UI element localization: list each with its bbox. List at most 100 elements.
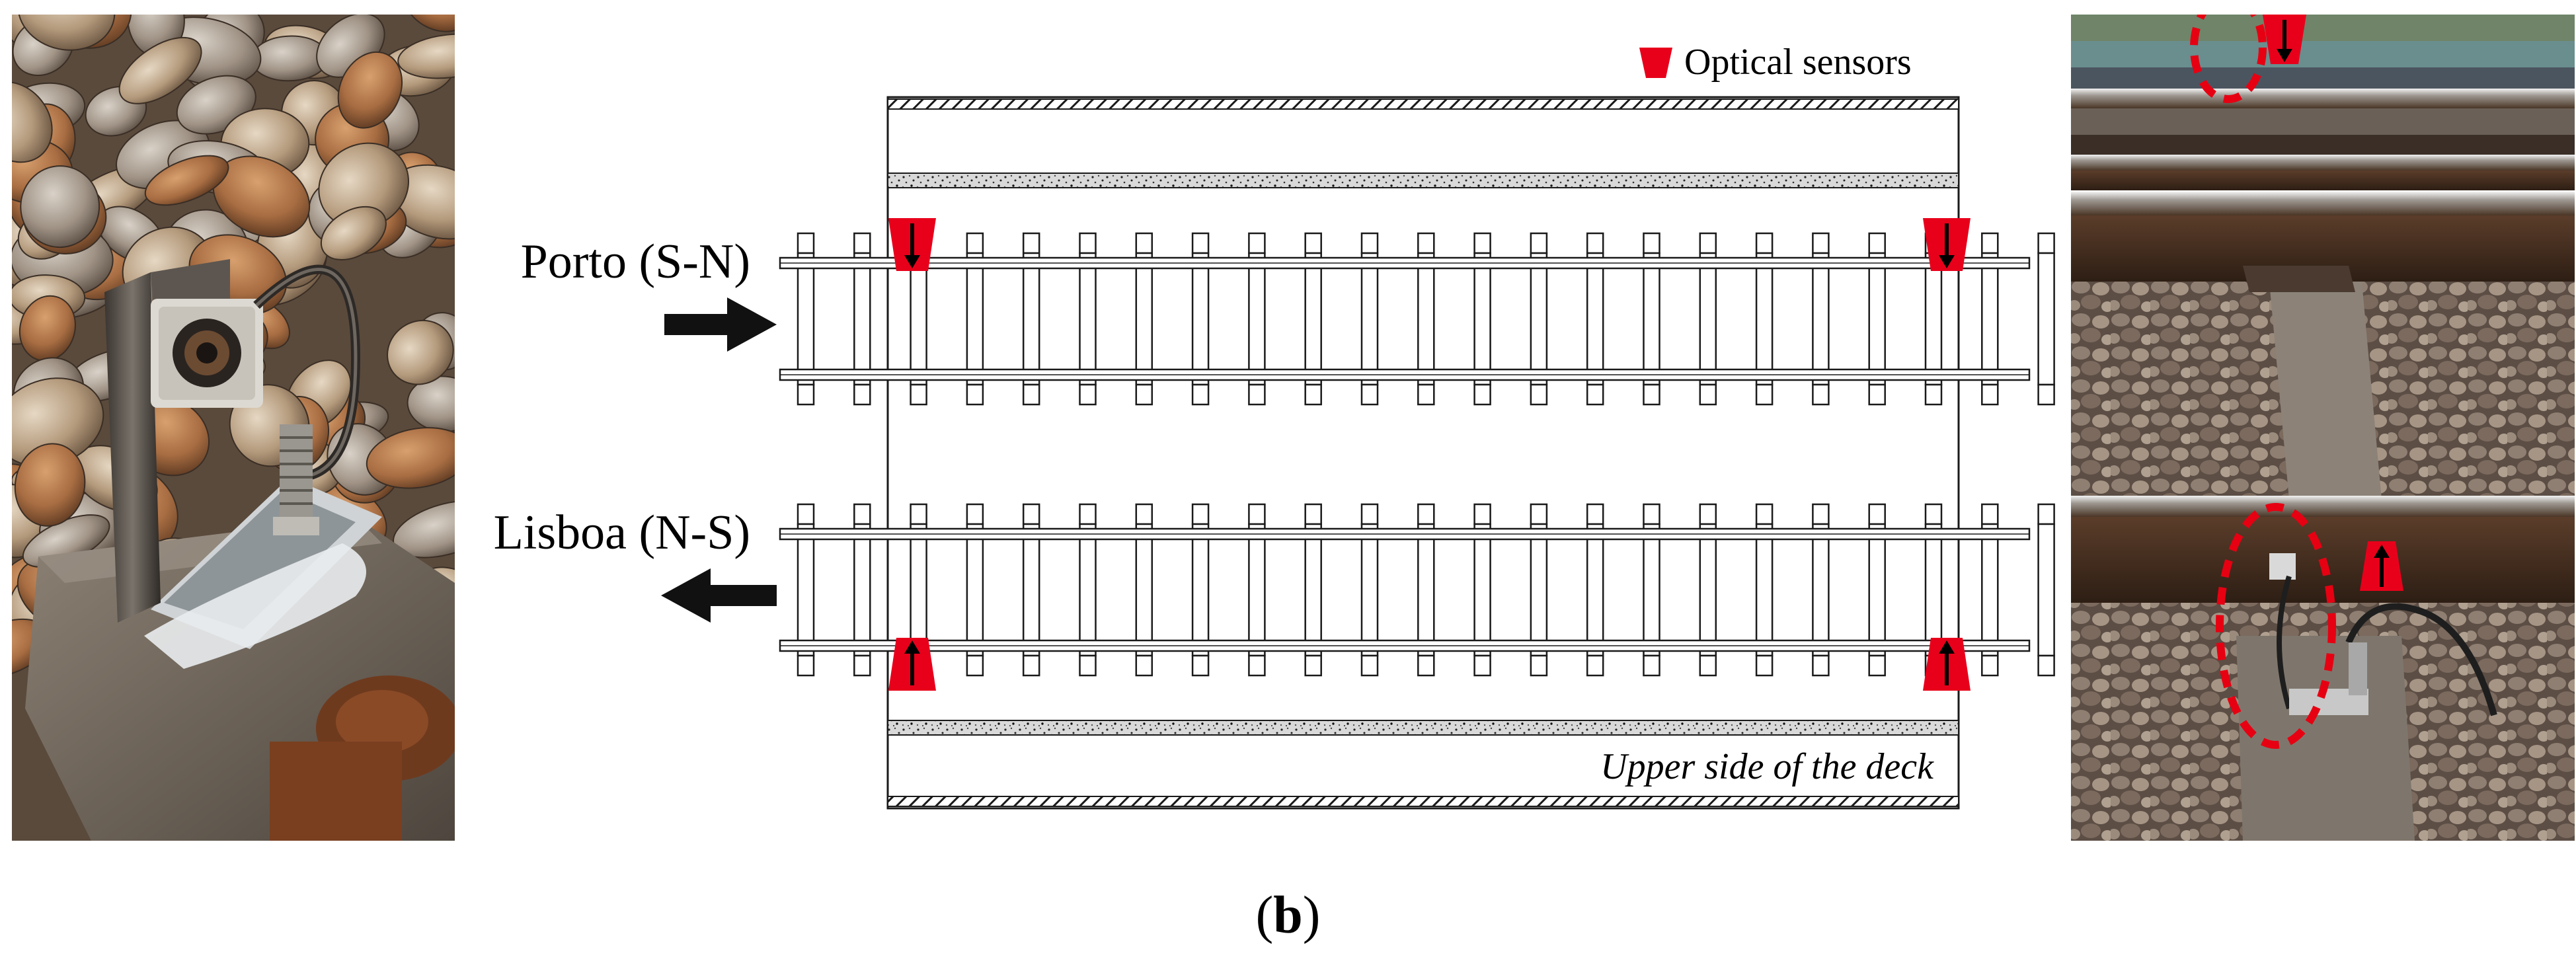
sleeper-tab (853, 383, 871, 406)
sleeper-tab (2037, 232, 2055, 254)
sleeper-tab (1079, 503, 1097, 525)
ballast-stone (320, 206, 387, 260)
sleeper-tab (1248, 232, 1266, 254)
sleeper-tab (1812, 503, 1830, 525)
ballast-stone (17, 15, 116, 51)
ballast-stone (337, 51, 403, 129)
trapezoid-sensor-icon (1639, 48, 1672, 78)
sleeper-tab (1530, 654, 1548, 677)
sleeper (1755, 523, 1774, 657)
sleeper (853, 252, 871, 386)
sleeper-tab (1079, 654, 1097, 677)
sleeper-tab (1304, 503, 1322, 525)
sleeper-tab (1191, 654, 1210, 677)
sleeper-tab (797, 232, 815, 254)
sleeper-tab (1530, 503, 1548, 525)
sleeper-tab (1699, 232, 1717, 254)
sleeper-tab (1360, 232, 1379, 254)
sleeper (1924, 252, 1943, 386)
sleeper (1699, 252, 1717, 386)
sleeper-tab (853, 654, 871, 677)
sleeper-tab (1586, 654, 1604, 677)
trapezoid-sensor-icon (1923, 218, 1971, 271)
sleeper-tab (1473, 654, 1491, 677)
sleeper-tab (1812, 654, 1830, 677)
figure-caption: (b) (0, 886, 2576, 946)
sleeper-tab (1360, 383, 1379, 406)
sleeper-tab (966, 654, 984, 677)
ballast-stone (397, 33, 455, 79)
sleeper (1530, 252, 1548, 386)
sleeper-tab (1755, 383, 1774, 406)
sleeper-tab (853, 232, 871, 254)
track-photo-illustration (2071, 15, 2575, 841)
sleeper-tab (1812, 383, 1830, 406)
sleeper-tab (1022, 503, 1040, 525)
sleeper-tab (2037, 383, 2055, 406)
sleeper-tab (1417, 383, 1435, 406)
sleeper (1868, 252, 1886, 386)
sleeper (1360, 252, 1379, 386)
sleeper-tab (1079, 232, 1097, 254)
sleeper-tab (853, 503, 871, 525)
sleeper-tab (1530, 383, 1548, 406)
sensor-installation-photo (12, 15, 455, 841)
sleeper-tab (1812, 232, 1830, 254)
caption-letter: b (1273, 886, 1303, 944)
sleeper-tab (966, 383, 984, 406)
trapezoid-sensor-icon (2263, 15, 2306, 64)
sleeper-tab (1699, 383, 1717, 406)
sleeper (1924, 523, 1943, 657)
deck-edge-bottom (887, 796, 1959, 807)
arrow-right-icon (664, 297, 777, 352)
sleeper-tab (1643, 232, 1660, 254)
sleeper-tab (1981, 654, 1999, 677)
ballast-stone (12, 81, 53, 163)
sleeper-tab (1417, 232, 1435, 254)
ballast-stone (118, 36, 202, 104)
sleeper-tab (1022, 654, 1040, 677)
sleeper-tab (1135, 503, 1153, 525)
sleeper-tab (1643, 383, 1660, 406)
sleeper-tab (1924, 383, 1943, 406)
sleeper-tab (1586, 232, 1604, 254)
sleeper (2037, 523, 2055, 657)
sleeper (2037, 252, 2055, 386)
sleeper-tab (1868, 503, 1886, 525)
sleeper (1079, 523, 1097, 657)
sleeper (1981, 252, 1999, 386)
sleeper-tab (1248, 383, 1266, 406)
trapezoid-sensor-icon (888, 638, 936, 691)
sleeper (1360, 523, 1379, 657)
sleeper (1417, 523, 1435, 657)
sleeper (1643, 523, 1660, 657)
sleeper (1473, 252, 1491, 386)
sleeper (1079, 252, 1097, 386)
sleeper (1586, 252, 1604, 386)
deck-edge-top (887, 98, 1959, 110)
sleeper-tab (1304, 232, 1322, 254)
sleeper-tab (1868, 383, 1886, 406)
sleeper-tab (1191, 503, 1210, 525)
sleeper-tab (1755, 654, 1774, 677)
ballast-stone (387, 319, 454, 385)
sleeper-tab (1135, 232, 1153, 254)
sleepers (797, 232, 2055, 677)
deck-label: Upper side of the deck (1600, 746, 1934, 787)
sleeper (1868, 523, 1886, 657)
sleeper-tab (1360, 654, 1379, 677)
sleeper (1191, 252, 1210, 386)
sleeper (797, 523, 815, 657)
ballast-stone (14, 443, 86, 527)
sleeper-tab (1304, 654, 1322, 677)
sleeper (1812, 252, 1830, 386)
sleeper-tab (966, 503, 984, 525)
sleeper (1473, 523, 1491, 657)
sleeper (1135, 252, 1153, 386)
sleeper (1699, 523, 1717, 657)
sleeper (1812, 523, 1830, 657)
ballast-stone (19, 295, 76, 362)
sleeper-tab (1699, 503, 1717, 525)
sleeper-tab (1473, 232, 1491, 254)
